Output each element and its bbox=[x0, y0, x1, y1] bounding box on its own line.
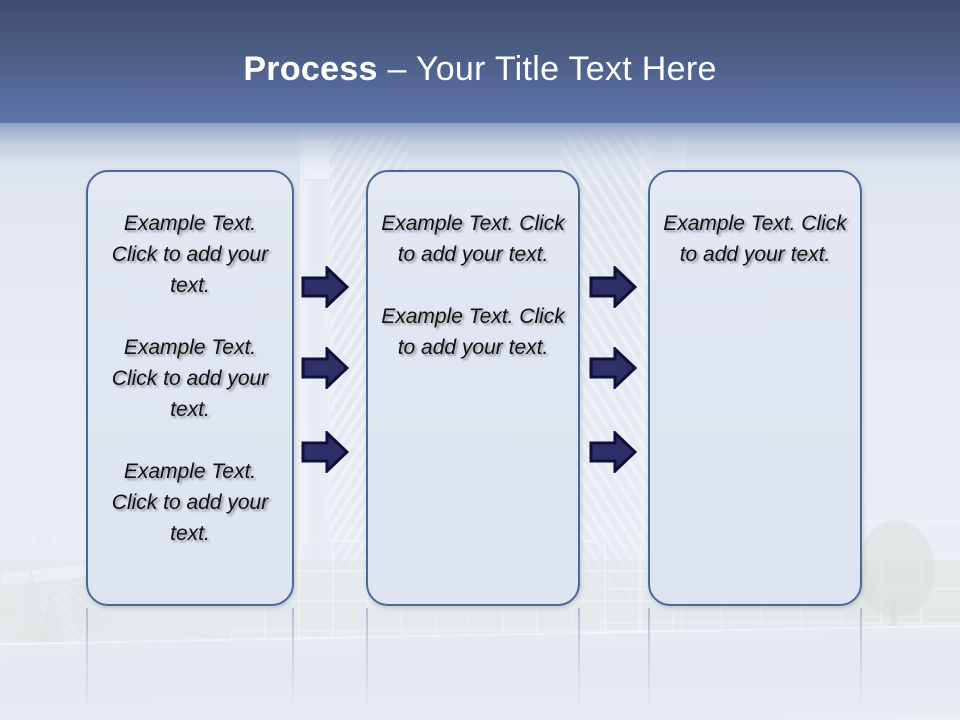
text-stack-stage-2: Example Text. Click to add your text. Ex… bbox=[380, 208, 566, 394]
right-arrow-icon[interactable] bbox=[589, 266, 637, 308]
process-box-stage-1[interactable]: Example Text. Click to add your text. Ex… bbox=[86, 170, 294, 606]
text-block[interactable]: Example Text. Click to add your text. bbox=[111, 212, 269, 297]
right-arrow-icon[interactable] bbox=[301, 431, 349, 473]
box-reflection-stage-2 bbox=[366, 608, 580, 720]
right-arrow-icon[interactable] bbox=[589, 347, 637, 389]
text-block[interactable]: Example Text. Click to add your text. bbox=[663, 212, 847, 266]
right-arrow-icon[interactable] bbox=[301, 266, 349, 308]
right-arrow-icon[interactable] bbox=[589, 431, 637, 473]
text-block[interactable]: Example Text. Click to add your text. bbox=[381, 212, 565, 266]
process-box-stage-3[interactable]: Example Text. Click to add your text. bbox=[648, 170, 862, 606]
slide-title: Process – Your Title Text Here bbox=[0, 48, 960, 90]
text-block[interactable]: Example Text. Click to add your text. bbox=[111, 460, 269, 545]
process-box-stage-2[interactable]: Example Text. Click to add your text. Ex… bbox=[366, 170, 580, 606]
text-stack-stage-1: Example Text. Click to add your text. Ex… bbox=[100, 208, 280, 580]
slide-title-rest: – Your Title Text Here bbox=[377, 50, 717, 88]
box-reflection-stage-3 bbox=[648, 608, 862, 720]
title-band bbox=[0, 0, 960, 123]
text-block[interactable]: Example Text. Click to add your text. bbox=[111, 336, 269, 421]
box-reflection-stage-1 bbox=[86, 608, 294, 720]
text-stack-stage-3: Example Text. Click to add your text. bbox=[662, 208, 848, 301]
right-arrow-icon[interactable] bbox=[301, 347, 349, 389]
slide-title-bold: Process bbox=[243, 50, 378, 88]
text-block[interactable]: Example Text. Click to add your text. bbox=[381, 305, 565, 359]
